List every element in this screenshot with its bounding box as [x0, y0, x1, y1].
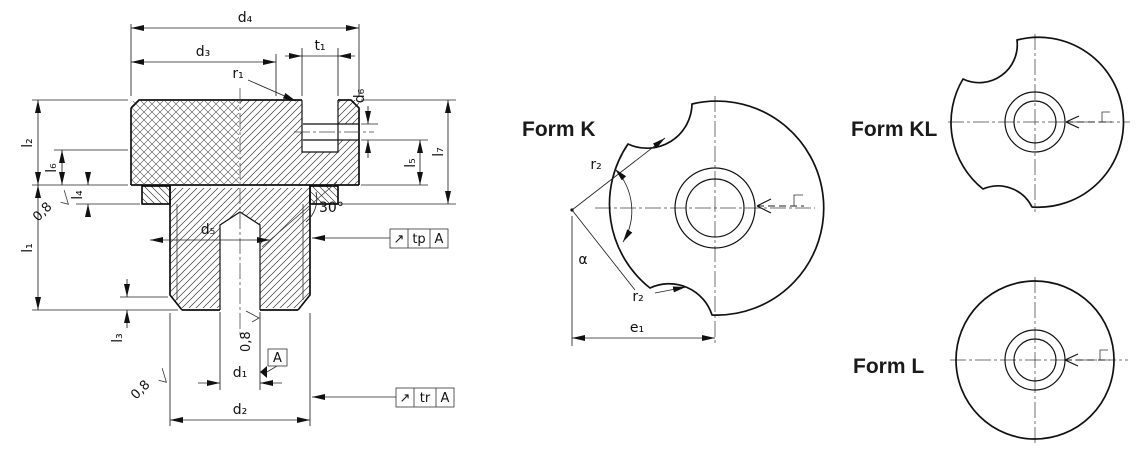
datum-triangle-icon — [260, 366, 267, 378]
roughness-check-icon — [245, 310, 260, 323]
dimension-d2: d₂ — [169, 313, 311, 426]
section-hatch — [220, 188, 260, 225]
form-kl-label: Form KL — [851, 118, 938, 141]
dim-label-d3: d₃ — [196, 44, 211, 60]
dim-label-e1: e₁ — [630, 320, 644, 336]
section-hatch — [302, 152, 359, 185]
section-hatch — [240, 100, 302, 185]
part-geometry — [130, 88, 374, 335]
tolerance-type-tr: tr — [420, 391, 431, 406]
roughness-value: 0,8 — [239, 331, 254, 352]
tolerance-datum-tr: A — [441, 391, 450, 406]
dimension-l3: l₃ — [110, 279, 168, 343]
direction-arrow-icon — [1065, 111, 1112, 129]
roughness-check-icon — [158, 368, 167, 383]
dim-label-d6: d₆ — [352, 88, 368, 103]
form-kl-view: Form KL — [851, 34, 1130, 212]
dimension-l7: l₇ — [340, 99, 456, 205]
alpha-ray-bottom — [571, 209, 636, 291]
tolerance-frame-tp: ↗ tp A — [312, 228, 449, 249]
form-k-view: Form K r₂ r₂ α e₁ — [522, 96, 825, 346]
dimension-e1: e₁ — [571, 216, 715, 346]
tolerance-type-tp: tp — [412, 232, 425, 247]
form-l-view: Form L — [853, 277, 1128, 445]
dim-label-l3: l₃ — [110, 333, 126, 343]
surface-roughness-symbol: 0,8 — [239, 310, 260, 352]
direction-arrow-icon — [1064, 349, 1110, 367]
runout-arrow-icon: ↗ — [394, 232, 405, 247]
head-outline-form-l — [955, 280, 1115, 440]
surface-roughness-symbol: 0,8 — [30, 190, 69, 225]
datum-label: A — [273, 351, 282, 366]
roughness-value: 0,8 — [128, 378, 153, 403]
dim-label-d4: d₄ — [238, 10, 253, 26]
dim-label-l1: l₁ — [20, 243, 36, 253]
internal-hole-outline — [219, 211, 261, 310]
knurl-texture — [131, 101, 239, 184]
vent-hole-outline — [303, 123, 359, 141]
dimension-t1: t₁ — [285, 38, 355, 96]
r2-leader-bottom — [654, 286, 687, 294]
r2-leader-top — [571, 137, 666, 211]
section-hatch — [260, 188, 310, 308]
dim-label-d2: d₂ — [233, 402, 248, 418]
dim-label-l6: l₆ — [44, 163, 60, 173]
dim-label-l5: l₅ — [403, 158, 419, 168]
section-hatch — [338, 100, 359, 124]
direction-arrow-icon — [756, 194, 804, 214]
dim-label-r2-top: r₂ — [590, 157, 601, 173]
stem-outline — [169, 186, 311, 311]
dim-label-d5: d₅ — [201, 222, 216, 238]
tolerance-frame-tr: ↗ tr A — [312, 387, 455, 408]
dim-label-r2-bottom: r₂ — [632, 289, 643, 305]
dim-label-l7: l₇ — [431, 147, 447, 157]
dimension-l5: l₅ — [361, 140, 428, 186]
bore-circle — [1013, 100, 1057, 144]
bore-circle — [685, 178, 745, 238]
roughness-check-icon — [60, 190, 69, 205]
dim-label-t1: t₁ — [314, 38, 325, 54]
hub-circle — [674, 167, 756, 249]
section-hatch — [338, 140, 359, 152]
alpha-arc — [614, 168, 633, 243]
head-outline-form-k — [608, 100, 825, 316]
dimension-d1: d₁ — [198, 312, 282, 390]
bore-circle — [1013, 338, 1057, 382]
form-k-label: Form K — [522, 118, 596, 141]
dim-label-alpha: α — [578, 252, 587, 268]
dimension-d6: d₆ — [352, 88, 428, 158]
head-outline — [130, 99, 360, 186]
dimension-angle-30: 30° — [261, 181, 344, 248]
dimension-d3: d₃ — [131, 44, 277, 96]
dimension-l6: l₆ — [44, 149, 128, 185]
section-view: d₄ d₃ t₁ r₁ d₆ — [20, 10, 456, 426]
dim-label-l4: l₄ — [70, 190, 86, 200]
datum-a: A — [260, 348, 288, 378]
dimension-d5: d₅ — [150, 222, 270, 243]
dim-label-r1: r₁ — [232, 66, 243, 82]
top-recess-outline — [301, 100, 339, 153]
form-l-label: Form L — [853, 355, 924, 378]
thread-minor-lines — [176, 204, 304, 300]
runout-arrow-icon: ↗ — [400, 391, 411, 406]
head-outline-form-kl — [950, 36, 1125, 209]
dim-label-d1: d₁ — [233, 365, 248, 381]
section-hatch — [170, 188, 220, 308]
surface-roughness-symbol: 0,8 — [128, 368, 167, 403]
dim-label-angle: 30° — [319, 200, 344, 216]
dimension-r1: r₁ — [232, 66, 297, 102]
dimension-l4: l₄ — [70, 172, 140, 217]
dimension-l1: l₁ — [20, 185, 178, 311]
dimension-l2: l₂ — [20, 99, 128, 186]
seal-washer-section — [142, 186, 170, 204]
roughness-value: 0,8 — [30, 200, 55, 225]
hub-circle — [1004, 91, 1066, 153]
tolerance-datum-tp: A — [435, 232, 444, 247]
dim-label-l2: l₂ — [20, 138, 36, 148]
